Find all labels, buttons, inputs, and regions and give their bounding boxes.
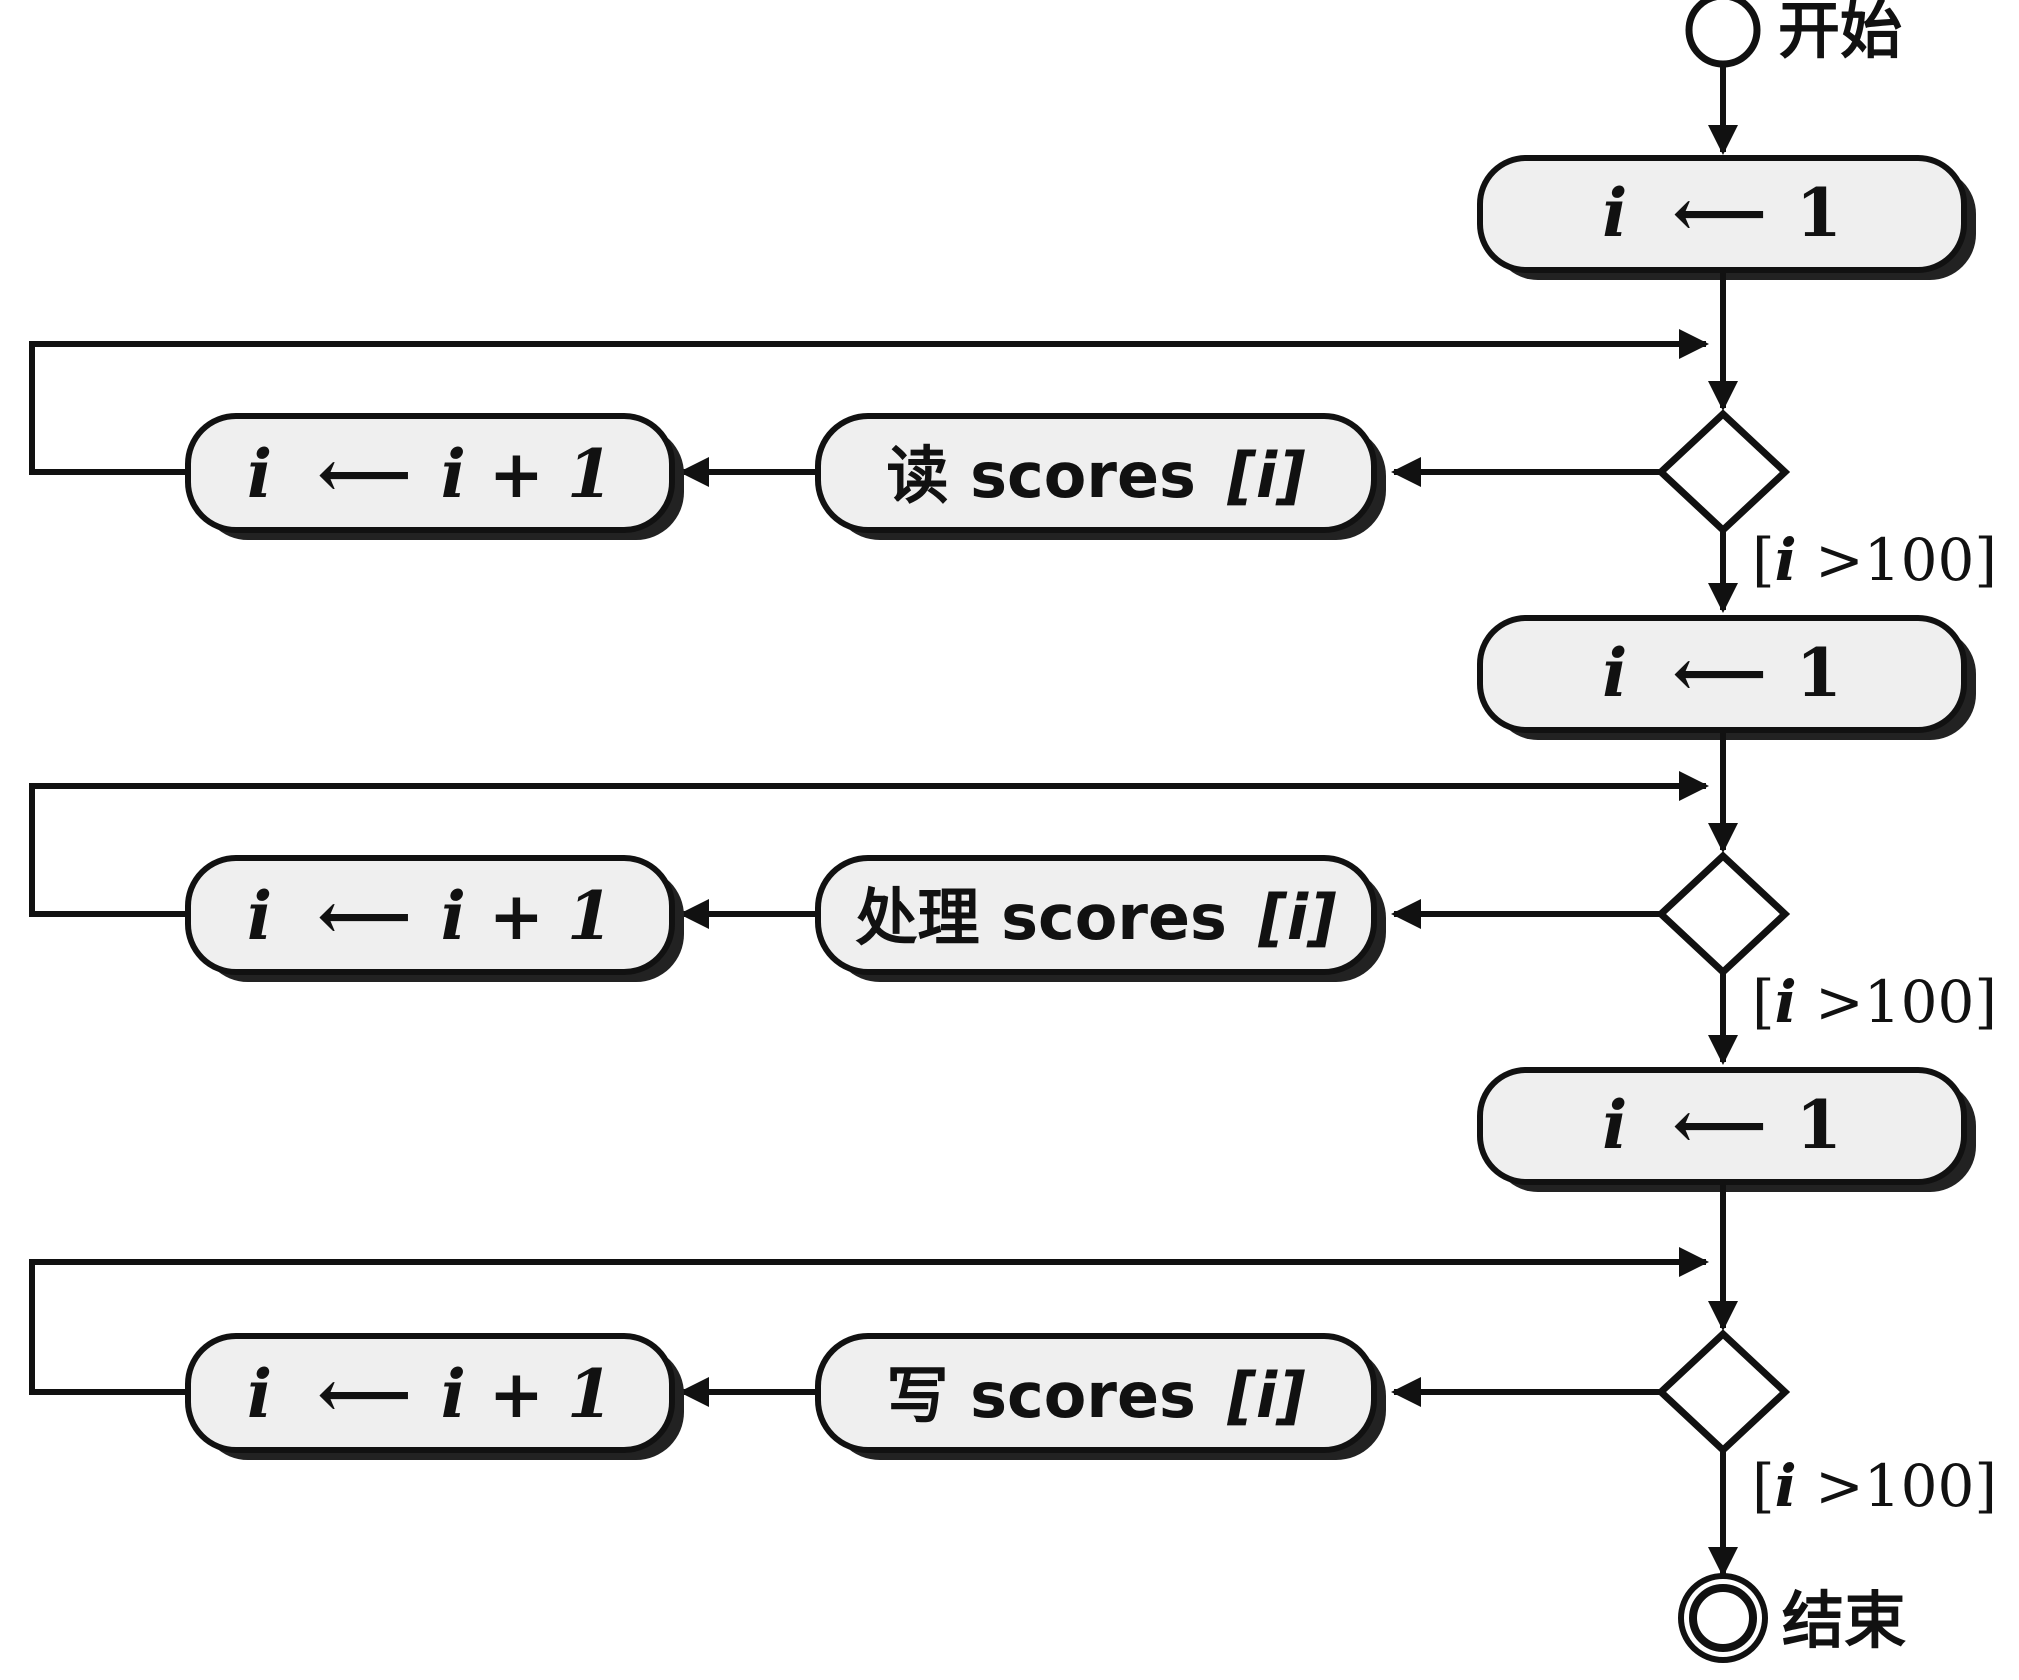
action-word: scores xyxy=(970,1359,1196,1432)
svg-text:写 scores [i]: 写 scores [i] xyxy=(887,1359,1306,1432)
init-var: i xyxy=(1602,1086,1627,1164)
action-box: 读 scores [i] xyxy=(815,413,1386,540)
end-label: 结束 xyxy=(1782,1584,1906,1657)
action-box: 写 scores [i] xyxy=(815,1333,1386,1460)
guard-rest: >100] xyxy=(1797,968,1997,1036)
init-var: i xyxy=(1602,634,1627,712)
increment-box: i ⟵ i + 1 xyxy=(185,1333,684,1460)
incr-arrow: ⟵ xyxy=(317,435,412,513)
svg-text:读 scores [i]: 读 scores [i] xyxy=(887,439,1306,512)
action-prefix: 处理 xyxy=(856,881,980,954)
action-word: scores xyxy=(970,439,1196,512)
svg-text:i ⟵ 1: i ⟵ 1 xyxy=(1602,174,1842,252)
loop-3: i ⟵ 1 写 scores [i] i ⟵ xyxy=(29,1067,1997,1577)
guard-var: i xyxy=(1775,526,1797,594)
svg-text:i ⟵ 1: i ⟵ 1 xyxy=(1602,1086,1842,1164)
action-index: [i] xyxy=(1227,439,1306,512)
svg-text:处理 scores [i]: 处理 scores [i] xyxy=(856,881,1337,954)
init-arrow: ⟵ xyxy=(1672,174,1767,252)
edge-loop-back xyxy=(29,329,1709,475)
incr-arrow: ⟵ xyxy=(317,1355,412,1433)
guard-open: [ xyxy=(1752,526,1775,594)
incr-var: i xyxy=(247,877,272,955)
init-value: 1 xyxy=(1796,174,1842,252)
decision-diamond xyxy=(1655,851,1791,977)
init-box: i ⟵ 1 xyxy=(1477,155,1976,280)
guard-rest: >100] xyxy=(1797,526,1997,594)
increment-box: i ⟵ i + 1 xyxy=(185,413,684,540)
loop-1: i ⟵ 1 读 scores [i] xyxy=(29,155,1997,613)
start-node xyxy=(1685,0,1761,68)
init-box: i ⟵ 1 xyxy=(1477,615,1976,740)
incr-rhs: i + 1 xyxy=(441,877,613,955)
incr-var: i xyxy=(247,435,272,513)
init-box: i ⟵ 1 xyxy=(1477,1067,1976,1192)
svg-text:i ⟵ i + 1: i ⟵ i + 1 xyxy=(247,877,613,955)
edge-loop-back xyxy=(29,771,1709,917)
incr-var: i xyxy=(247,1355,272,1433)
increment-box: i ⟵ i + 1 xyxy=(185,855,684,982)
action-prefix: 写 xyxy=(887,1359,949,1432)
svg-text:[i >100]: [i >100] xyxy=(1752,526,1997,594)
action-prefix: 读 xyxy=(887,439,949,512)
action-index: [i] xyxy=(1258,881,1337,954)
svg-text:i ⟵ 1: i ⟵ 1 xyxy=(1602,634,1842,712)
svg-text:[i >100]: [i >100] xyxy=(1752,1452,1997,1520)
guard-open: [ xyxy=(1752,1452,1775,1520)
decision-diamond xyxy=(1655,1329,1791,1455)
action-index: [i] xyxy=(1227,1359,1306,1432)
action-box: 处理 scores [i] xyxy=(815,855,1386,982)
svg-text:i ⟵ i + 1: i ⟵ i + 1 xyxy=(247,1355,613,1433)
decision-diamond xyxy=(1655,409,1791,535)
guard-rest: >100] xyxy=(1797,1452,1997,1520)
end-node xyxy=(1678,1573,1768,1663)
init-arrow: ⟵ xyxy=(1672,1086,1767,1164)
incr-rhs: i + 1 xyxy=(441,435,613,513)
init-value: 1 xyxy=(1796,634,1842,712)
init-value: 1 xyxy=(1796,1086,1842,1164)
action-word: scores xyxy=(1001,881,1227,954)
incr-arrow: ⟵ xyxy=(317,877,412,955)
svg-text:i ⟵ i + 1: i ⟵ i + 1 xyxy=(247,435,613,513)
guard-var: i xyxy=(1775,968,1797,1036)
loop-2: i ⟵ 1 处理 scores [i] i ⟵ xyxy=(29,615,1997,1065)
start-label: 开始 xyxy=(1778,0,1902,67)
edge-loop-back xyxy=(29,1247,1709,1395)
incr-rhs: i + 1 xyxy=(441,1355,613,1433)
init-var: i xyxy=(1602,174,1627,252)
svg-text:[i >100]: [i >100] xyxy=(1752,968,1997,1036)
init-arrow: ⟵ xyxy=(1672,634,1767,712)
guard-var: i xyxy=(1775,1452,1797,1520)
guard-open: [ xyxy=(1752,968,1775,1036)
